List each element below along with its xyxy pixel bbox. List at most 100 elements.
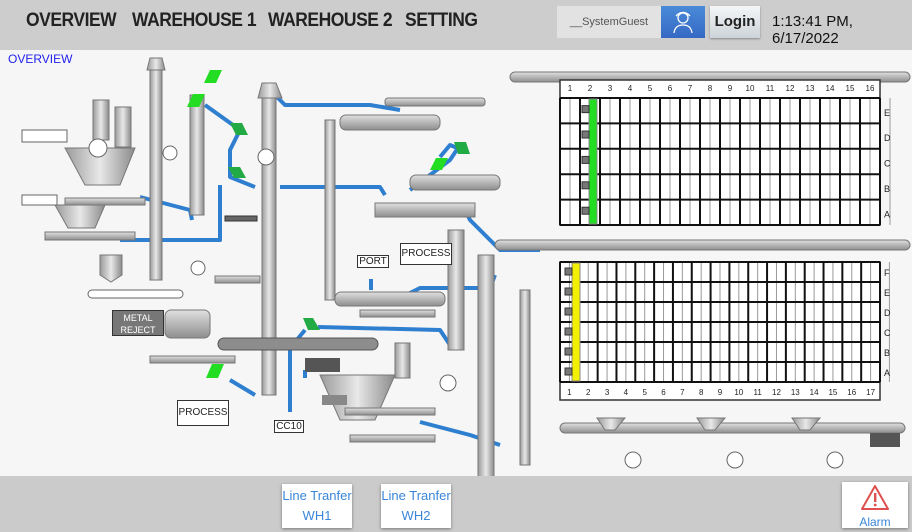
rack-column-label: 5	[642, 388, 647, 397]
diverter-valve	[303, 318, 320, 330]
login-button[interactable]: Login	[710, 6, 760, 38]
diverter-valve	[454, 142, 470, 154]
truck-icon	[21, 194, 58, 206]
clock: 1:13:41 PM, 6/17/2022	[772, 13, 853, 47]
fan-icon	[190, 260, 206, 276]
rack-row-label: E	[884, 108, 890, 118]
rack-column-label: 11	[753, 388, 762, 397]
bulldozer-icon	[870, 433, 900, 447]
current-user: __SystemGuest	[557, 6, 661, 38]
rack-row-label: C	[884, 159, 891, 169]
rack-column-label: 13	[806, 84, 815, 93]
metal-reject-line2: REJECT	[120, 325, 156, 335]
belt-conveyor	[87, 289, 184, 299]
mixer	[374, 202, 476, 218]
shuttle-carrier	[564, 367, 573, 376]
fan-icon	[624, 451, 642, 469]
truck-icon	[21, 129, 68, 143]
shuttle-carrier	[564, 287, 573, 296]
rack-column-label: 2	[586, 388, 591, 397]
rack-column-label: 5	[648, 84, 653, 93]
hopper	[696, 417, 727, 431]
elevator	[149, 64, 163, 281]
shuttle-carrier	[564, 307, 573, 316]
mixer	[339, 114, 441, 131]
hopper	[64, 147, 136, 186]
stacker-crane	[571, 262, 581, 382]
shuttle-carrier	[581, 206, 590, 215]
diverter-valve	[204, 70, 222, 83]
rack-row-label: F	[884, 268, 890, 278]
footer: Line Tranfer WH1 Line Tranfer WH2 Alarm	[0, 476, 912, 532]
screw-conveyor	[149, 355, 236, 364]
rack-column-label: 16	[847, 388, 856, 397]
button-label: Line Tranfer	[282, 488, 352, 503]
process-label[interactable]: PROCESS	[400, 243, 452, 265]
diverter-valve	[228, 167, 246, 178]
mill	[164, 309, 211, 339]
elevator-head	[146, 57, 166, 71]
rack-column-label: 13	[791, 388, 800, 397]
shuttle-carrier	[564, 327, 573, 336]
line-transfer-wh1-button[interactable]: Line Tranfer WH1	[282, 484, 352, 528]
elevator	[189, 94, 205, 216]
shuttle-carrier	[581, 130, 590, 139]
rack-column-label: 12	[772, 388, 781, 397]
metal-reject-line1: METAL	[123, 313, 153, 323]
user-button[interactable]	[661, 6, 705, 38]
rack-column-label: 15	[828, 388, 837, 397]
breadcrumb: OVERVIEW	[8, 52, 73, 66]
rack-row-label: E	[884, 288, 890, 298]
rack-row-label: C	[884, 328, 891, 338]
diverter-valve	[206, 364, 224, 378]
belt-conveyor	[224, 215, 258, 222]
alarm-button[interactable]: Alarm	[842, 482, 908, 529]
elevator	[447, 229, 465, 351]
mixer	[384, 97, 486, 107]
belt-conveyor	[494, 239, 911, 251]
pipe	[273, 93, 401, 112]
hopper	[596, 417, 627, 431]
elevator	[519, 289, 531, 466]
rack-column-label: 8	[708, 84, 713, 93]
nav-setting[interactable]: SETTING	[405, 10, 478, 31]
fan-icon	[439, 374, 457, 392]
hopper	[99, 254, 123, 283]
mixer	[334, 291, 446, 307]
nav-overview[interactable]: OVERVIEW	[26, 10, 117, 31]
rack-column-label: 15	[846, 84, 855, 93]
diverter-valve	[230, 123, 248, 135]
line-transfer-wh2-button[interactable]: Line Tranfer WH2	[381, 484, 451, 528]
rack-column-label: 6	[661, 388, 666, 397]
process-label[interactable]: PROCESS	[177, 400, 229, 426]
rack-row-label: B	[884, 184, 890, 194]
rack-column-label: 3	[605, 388, 610, 397]
rack-column-label: 14	[826, 84, 835, 93]
pipe	[228, 378, 257, 397]
nav-warehouse-1[interactable]: WAREHOUSE 1	[132, 10, 257, 31]
elevator	[324, 119, 336, 301]
silo	[92, 99, 110, 141]
cc10-label[interactable]: CC10	[274, 420, 304, 433]
belt-conveyor	[559, 422, 906, 434]
button-label: WH2	[401, 508, 431, 523]
nav-warehouse-2[interactable]: WAREHOUSE 2	[268, 10, 393, 31]
pipe	[139, 195, 194, 221]
screw-conveyor	[344, 407, 436, 416]
silo	[394, 342, 411, 379]
screw-conveyor	[44, 231, 136, 241]
rack-column-label: 16	[866, 84, 875, 93]
port-label[interactable]: PORT	[357, 255, 389, 268]
rack-column-label: 2	[588, 84, 593, 93]
rack-column-label: 11	[766, 84, 775, 93]
pipe	[280, 185, 387, 197]
fan-icon	[257, 148, 275, 166]
rack-row-label: B	[884, 348, 890, 358]
rack-column-label: 14	[810, 388, 819, 397]
rack-column-label: 1	[567, 388, 572, 397]
rack-column-label: 17	[866, 388, 875, 397]
stacker-crane	[588, 98, 598, 225]
